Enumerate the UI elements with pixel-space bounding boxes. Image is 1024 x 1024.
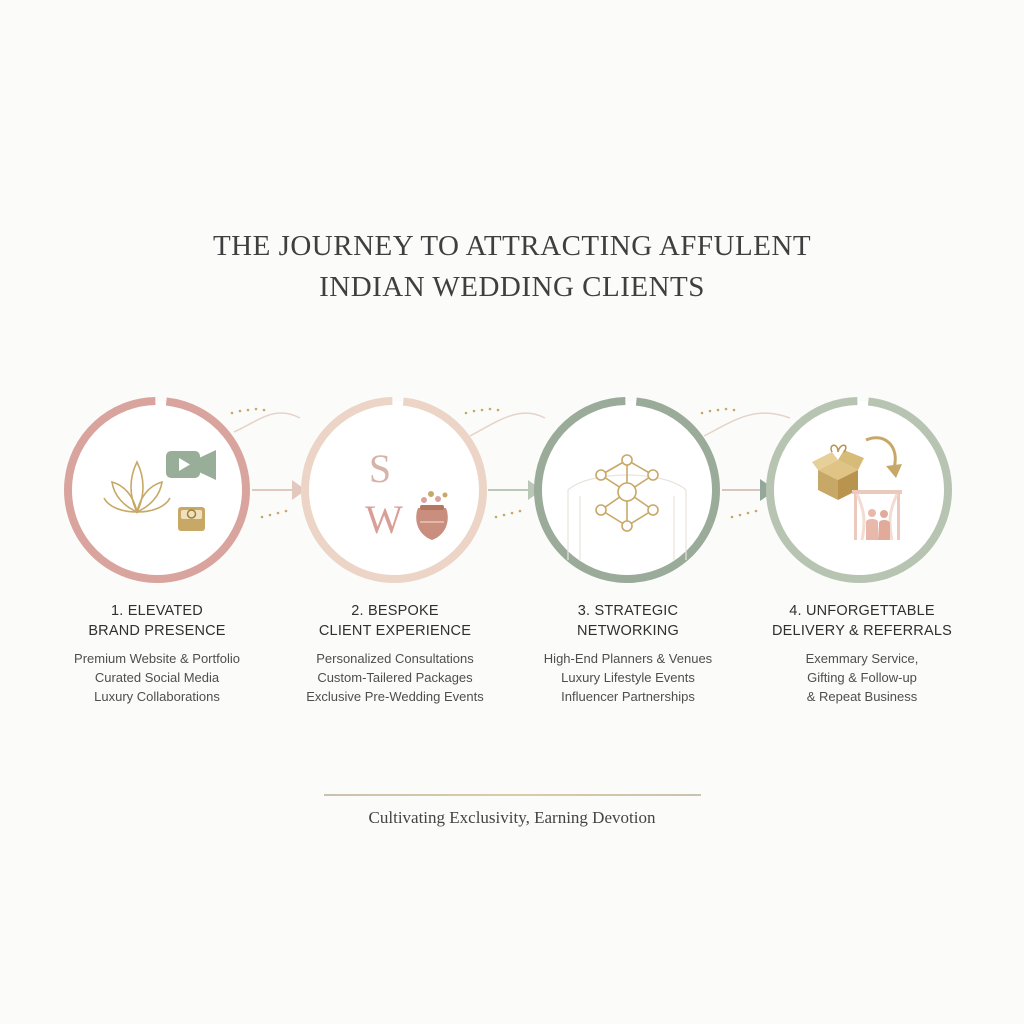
stage-1-items: Premium Website & Portfolio Curated Soci… bbox=[37, 649, 277, 706]
stage-4-text: 4. UNFORGETTABLE DELIVERY & REFERRALS Ex… bbox=[742, 602, 982, 706]
stage-3-item: High-End Planners & Venues bbox=[543, 651, 713, 666]
couple-mandap-icon bbox=[852, 490, 902, 541]
arrow-1-to-2 bbox=[252, 480, 306, 500]
stage-3-item: Luxury Lifestyle Events bbox=[561, 670, 695, 685]
stage-3-node bbox=[534, 397, 720, 584]
divider-rule bbox=[324, 794, 701, 796]
stage-4-title: 4. UNFORGETTABLE DELIVERY & REFERRALS bbox=[742, 602, 982, 641]
stage-2-text: 2. BESPOKE CLIENT EXPERIENCE Personalize… bbox=[275, 602, 515, 706]
stage-4-node bbox=[766, 397, 952, 583]
stage-2-item: Exclusive Pre-Wedding Events bbox=[306, 689, 484, 704]
stage-4-title-line-2: DELIVERY & REFERRALS bbox=[772, 622, 952, 639]
decorative-dots bbox=[230, 407, 758, 519]
diagram-title: THE JOURNEY TO ATTRACTING AFFULENT INDIA… bbox=[0, 226, 1024, 308]
decorative-connectors bbox=[233, 412, 791, 437]
stage-4-item: & Repeat Business bbox=[806, 689, 918, 704]
monogram-letter-w: W bbox=[365, 497, 403, 542]
arrow-2-to-3 bbox=[488, 480, 542, 500]
stage-4-title-line-1: 4. UNFORGETTABLE bbox=[789, 603, 935, 619]
stage-1-item: Premium Website & Portfolio bbox=[74, 651, 240, 666]
stage-4-item: Gifting & Follow-up bbox=[807, 670, 917, 685]
stage-3-title: 3. STRATEGIC NETWORKING bbox=[508, 602, 748, 641]
stage-3-title-line-1: 3. STRATEGIC bbox=[577, 603, 679, 619]
return-arrow-icon bbox=[865, 436, 902, 478]
lotus-icon bbox=[103, 460, 171, 514]
stage-3-item: Influencer Partnerships bbox=[561, 689, 695, 704]
stage-2-item: Custom-Tailered Packages bbox=[317, 670, 473, 685]
stage-2-ring bbox=[301, 397, 487, 583]
stage-2-node: S W bbox=[301, 397, 487, 583]
stage-4-item: Exemmary Service, bbox=[805, 651, 919, 666]
stage-2-item: Personalized Consultations bbox=[316, 651, 474, 666]
stage-2-title-line-1: 2. BESPOKE bbox=[351, 603, 439, 619]
network-icon bbox=[595, 454, 659, 532]
video-camera-icon bbox=[166, 450, 216, 480]
title-line-1: THE JOURNEY TO ATTRACTING AFFULENT bbox=[212, 230, 812, 262]
stage-3-text: 3. STRATEGIC NETWORKING High-End Planner… bbox=[508, 602, 748, 706]
stage-1-item: Luxury Collaborations bbox=[94, 689, 220, 704]
stage-1-ring bbox=[64, 396, 250, 583]
ring-box-icon bbox=[178, 507, 205, 531]
stage-1-title-line-2: BRAND PRESENCE bbox=[88, 622, 226, 639]
stage-1-title-line-1: 1. ELEVATED bbox=[111, 603, 203, 619]
stage-3-items: High-End Planners & Venues Luxury Lifest… bbox=[508, 649, 748, 706]
title-line-2: INDIAN WEDDING CLIENTS bbox=[319, 271, 705, 303]
stage-3-title-line-2: NETWORKING bbox=[577, 622, 679, 639]
stage-2-items: Personalized Consultations Custom-Tailer… bbox=[275, 649, 515, 706]
monogram-icon: S W bbox=[365, 446, 403, 542]
stage-4-items: Exemmary Service, Gifting & Follow-up & … bbox=[742, 649, 982, 706]
tagline: Cultivating Exclusivity, Earning Devotio… bbox=[368, 808, 656, 827]
stage-1-node bbox=[64, 396, 250, 583]
stage-2-title: 2. BESPOKE CLIENT EXPERIENCE bbox=[275, 602, 515, 641]
stage-1-text: 1. ELEVATED BRAND PRESENCE Premium Websi… bbox=[37, 602, 277, 706]
stage-2-title-line-2: CLIENT EXPERIENCE bbox=[318, 622, 472, 639]
monogram-letter-s: S bbox=[369, 446, 391, 491]
stage-1-title: 1. ELEVATED BRAND PRESENCE bbox=[37, 602, 277, 641]
stage-1-item: Curated Social Media bbox=[94, 670, 220, 685]
kalash-pot-icon bbox=[416, 491, 448, 540]
